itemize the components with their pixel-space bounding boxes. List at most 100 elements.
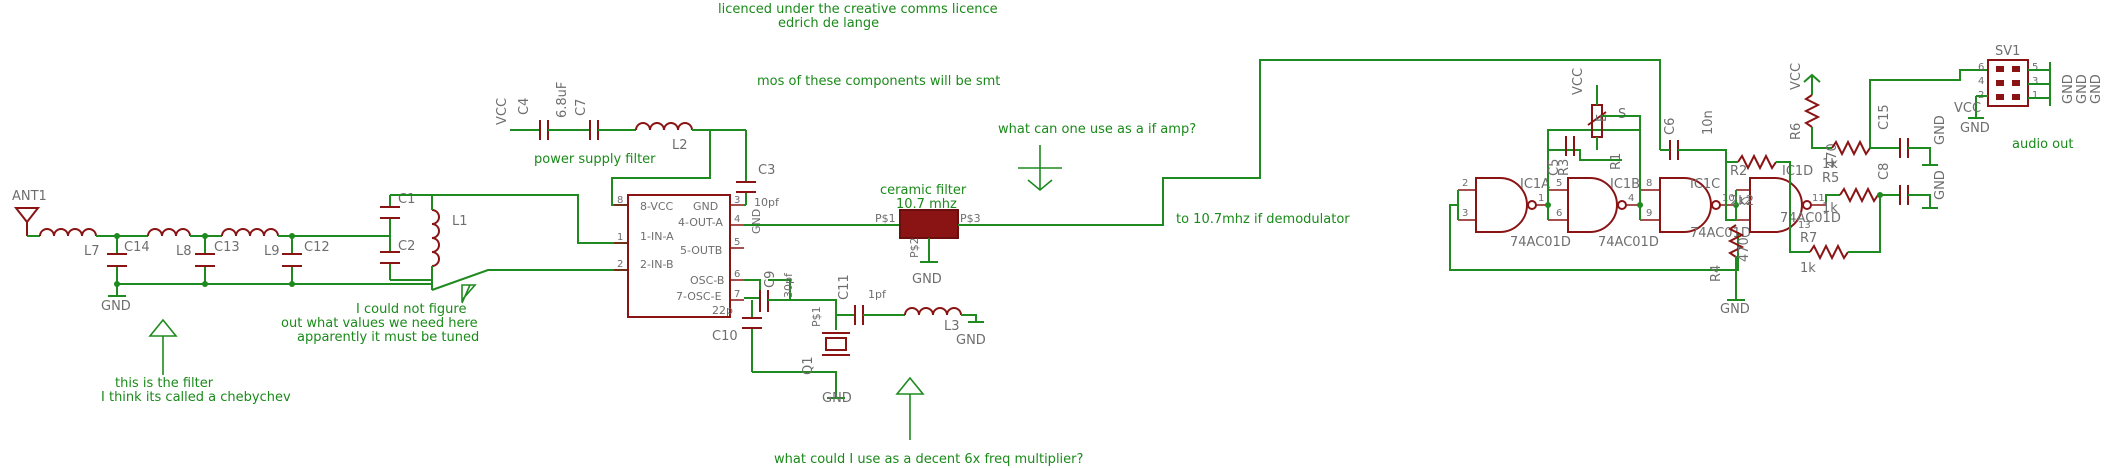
q1-pin1: P$1: [810, 306, 823, 327]
tuning-arrow: [461, 284, 477, 304]
gnd-label-l3: GND: [956, 333, 986, 348]
c4-value: 6.8uF: [555, 82, 570, 118]
mixer-pin-label-inb: 2-IN-B: [640, 258, 674, 271]
mixer-gnd-rot: GND: [750, 209, 763, 234]
potentiometer-r1: [1587, 85, 1607, 150]
c11-value: 1pf: [868, 288, 887, 301]
gnd-label-q1: GND: [822, 391, 852, 406]
mixer-pin-4: 4: [734, 214, 740, 225]
mixer-pin-2: 2: [617, 259, 623, 270]
resistor-r6: [1803, 94, 1821, 128]
gnd-label-sv1-r1: GND: [2061, 74, 2076, 104]
inductor-l7: [39, 228, 97, 237]
c5-label: C5: [1547, 159, 1562, 176]
vcc-label-pot: VCC: [1571, 68, 1586, 95]
mixer-pin-label-gnd: GND: [693, 200, 718, 213]
r3-label: R3: [1557, 159, 1572, 176]
capacitor-c2: [380, 236, 400, 280]
connector-sv1: [1987, 59, 2029, 107]
ic1a-pin3: 3: [1462, 208, 1468, 219]
q1-label: Q1: [801, 356, 816, 375]
capacitor-c9: [759, 290, 769, 312]
ic1c-label: IC1C: [1690, 177, 1720, 192]
smt-note: mos of these components will be smt: [757, 74, 1000, 89]
mixer-pin-5: 5: [734, 237, 740, 248]
gnd-label-c15: GND: [1933, 115, 1948, 145]
c6-value: 10n: [1701, 110, 1716, 135]
ic1d-pin13: 13: [1798, 220, 1811, 231]
c13-label: C13: [214, 240, 240, 255]
r2-label: R2: [1730, 164, 1747, 179]
inductor-l2: [635, 122, 693, 131]
ic1d-label: IC1D: [1782, 164, 1813, 179]
filter-pin1: P$1: [875, 212, 896, 225]
gnd-label-filter-ceramic: GND: [912, 272, 942, 287]
capacitor-c11: [854, 305, 864, 325]
l2-label: L2: [672, 138, 688, 153]
filter-pin3: P$3: [960, 212, 981, 225]
c14-label: C14: [124, 240, 150, 255]
c7-label: C7: [574, 99, 589, 116]
mixer-pin-7: 7: [734, 289, 740, 300]
filter-pin2: P$2: [908, 237, 921, 258]
sv1-pin3: 3: [2032, 76, 2038, 87]
l1-label: L1: [452, 214, 468, 229]
r4-label: R4: [1709, 265, 1724, 282]
filter-arrow: [148, 318, 178, 375]
gnd-label-sv1-r2: GND: [2075, 74, 2090, 104]
multiplier-note: what could I use as a decent 6x freq mul…: [774, 452, 1083, 467]
ic1b-pin4: 4: [1628, 193, 1634, 204]
ic1a-label: IC1A: [1520, 177, 1550, 192]
r6-value: 1k: [1822, 157, 1838, 172]
gnd-label-c8: GND: [1933, 170, 1948, 200]
mixer-pin-3: 3: [734, 195, 740, 206]
capacitor-c8: [1899, 185, 1909, 205]
r7-value: 1k: [1800, 261, 1816, 276]
capacitor-c5: [1565, 136, 1575, 156]
antenna-symbol: [13, 207, 41, 236]
tuning-note-3: apparently it must be tuned: [297, 330, 479, 345]
ic1a-chip: 74AC01D: [1510, 235, 1571, 250]
ic1b-pin6: 6: [1556, 208, 1562, 219]
author-note: edrich de lange: [778, 16, 879, 31]
c4-label: C4: [517, 98, 532, 115]
nand-gate-ic1d: [1736, 177, 1826, 233]
inductor-l1: [431, 209, 440, 267]
multiplier-arrow: [895, 376, 925, 440]
sv1-pin6: 6: [1978, 62, 1984, 73]
mixer-pin-label-vcc: 8-VCC: [640, 200, 674, 213]
sv1-label: SV1: [1995, 44, 2020, 59]
c3-label: C3: [758, 163, 775, 178]
inductor-l9: [221, 228, 279, 237]
gnd-label-r4: GND: [1720, 302, 1750, 317]
l3-label: L3: [944, 319, 960, 334]
resistor-r4: [1727, 224, 1745, 258]
if-amp-note: what can one use as a if amp?: [998, 122, 1196, 137]
ceramic-filter-label: ceramic filter: [880, 183, 967, 198]
sv1-pin1: 1: [2032, 90, 2038, 101]
vcc-label-r6: VCC: [1789, 63, 1804, 90]
ic1d-chip: 74AC01D: [1780, 211, 1841, 226]
ic1b-pin5: 5: [1556, 178, 1562, 189]
c11-label: C11: [837, 274, 852, 300]
c15-label: C15: [1877, 104, 1892, 130]
r6b-value: 470: [1825, 143, 1840, 168]
ic1a-pin1: 1: [1538, 193, 1544, 204]
r5-label: R5: [1822, 171, 1839, 186]
sv1-pin5: 5: [2032, 62, 2038, 73]
ceramic-filter: [899, 209, 959, 239]
mixer-pin-label-osce: 7-OSC-E: [676, 290, 722, 303]
r2-value: 2k2: [1730, 194, 1754, 209]
ic1c-pin9: 9: [1646, 208, 1652, 219]
mixer-pin-8: 8: [617, 195, 623, 206]
filter-note-1: this is the filter: [115, 376, 214, 391]
capacitor-c12: [282, 236, 302, 284]
audio-out-note: audio out: [2012, 137, 2073, 152]
c12-label: C12: [304, 240, 330, 255]
ic1d-pin12: 12: [1738, 196, 1751, 207]
ic1d-pin11: 11: [1812, 193, 1825, 204]
c3-value: 10pf: [754, 196, 780, 209]
mixer-pin-label-oscb: OSC-B: [690, 274, 724, 287]
